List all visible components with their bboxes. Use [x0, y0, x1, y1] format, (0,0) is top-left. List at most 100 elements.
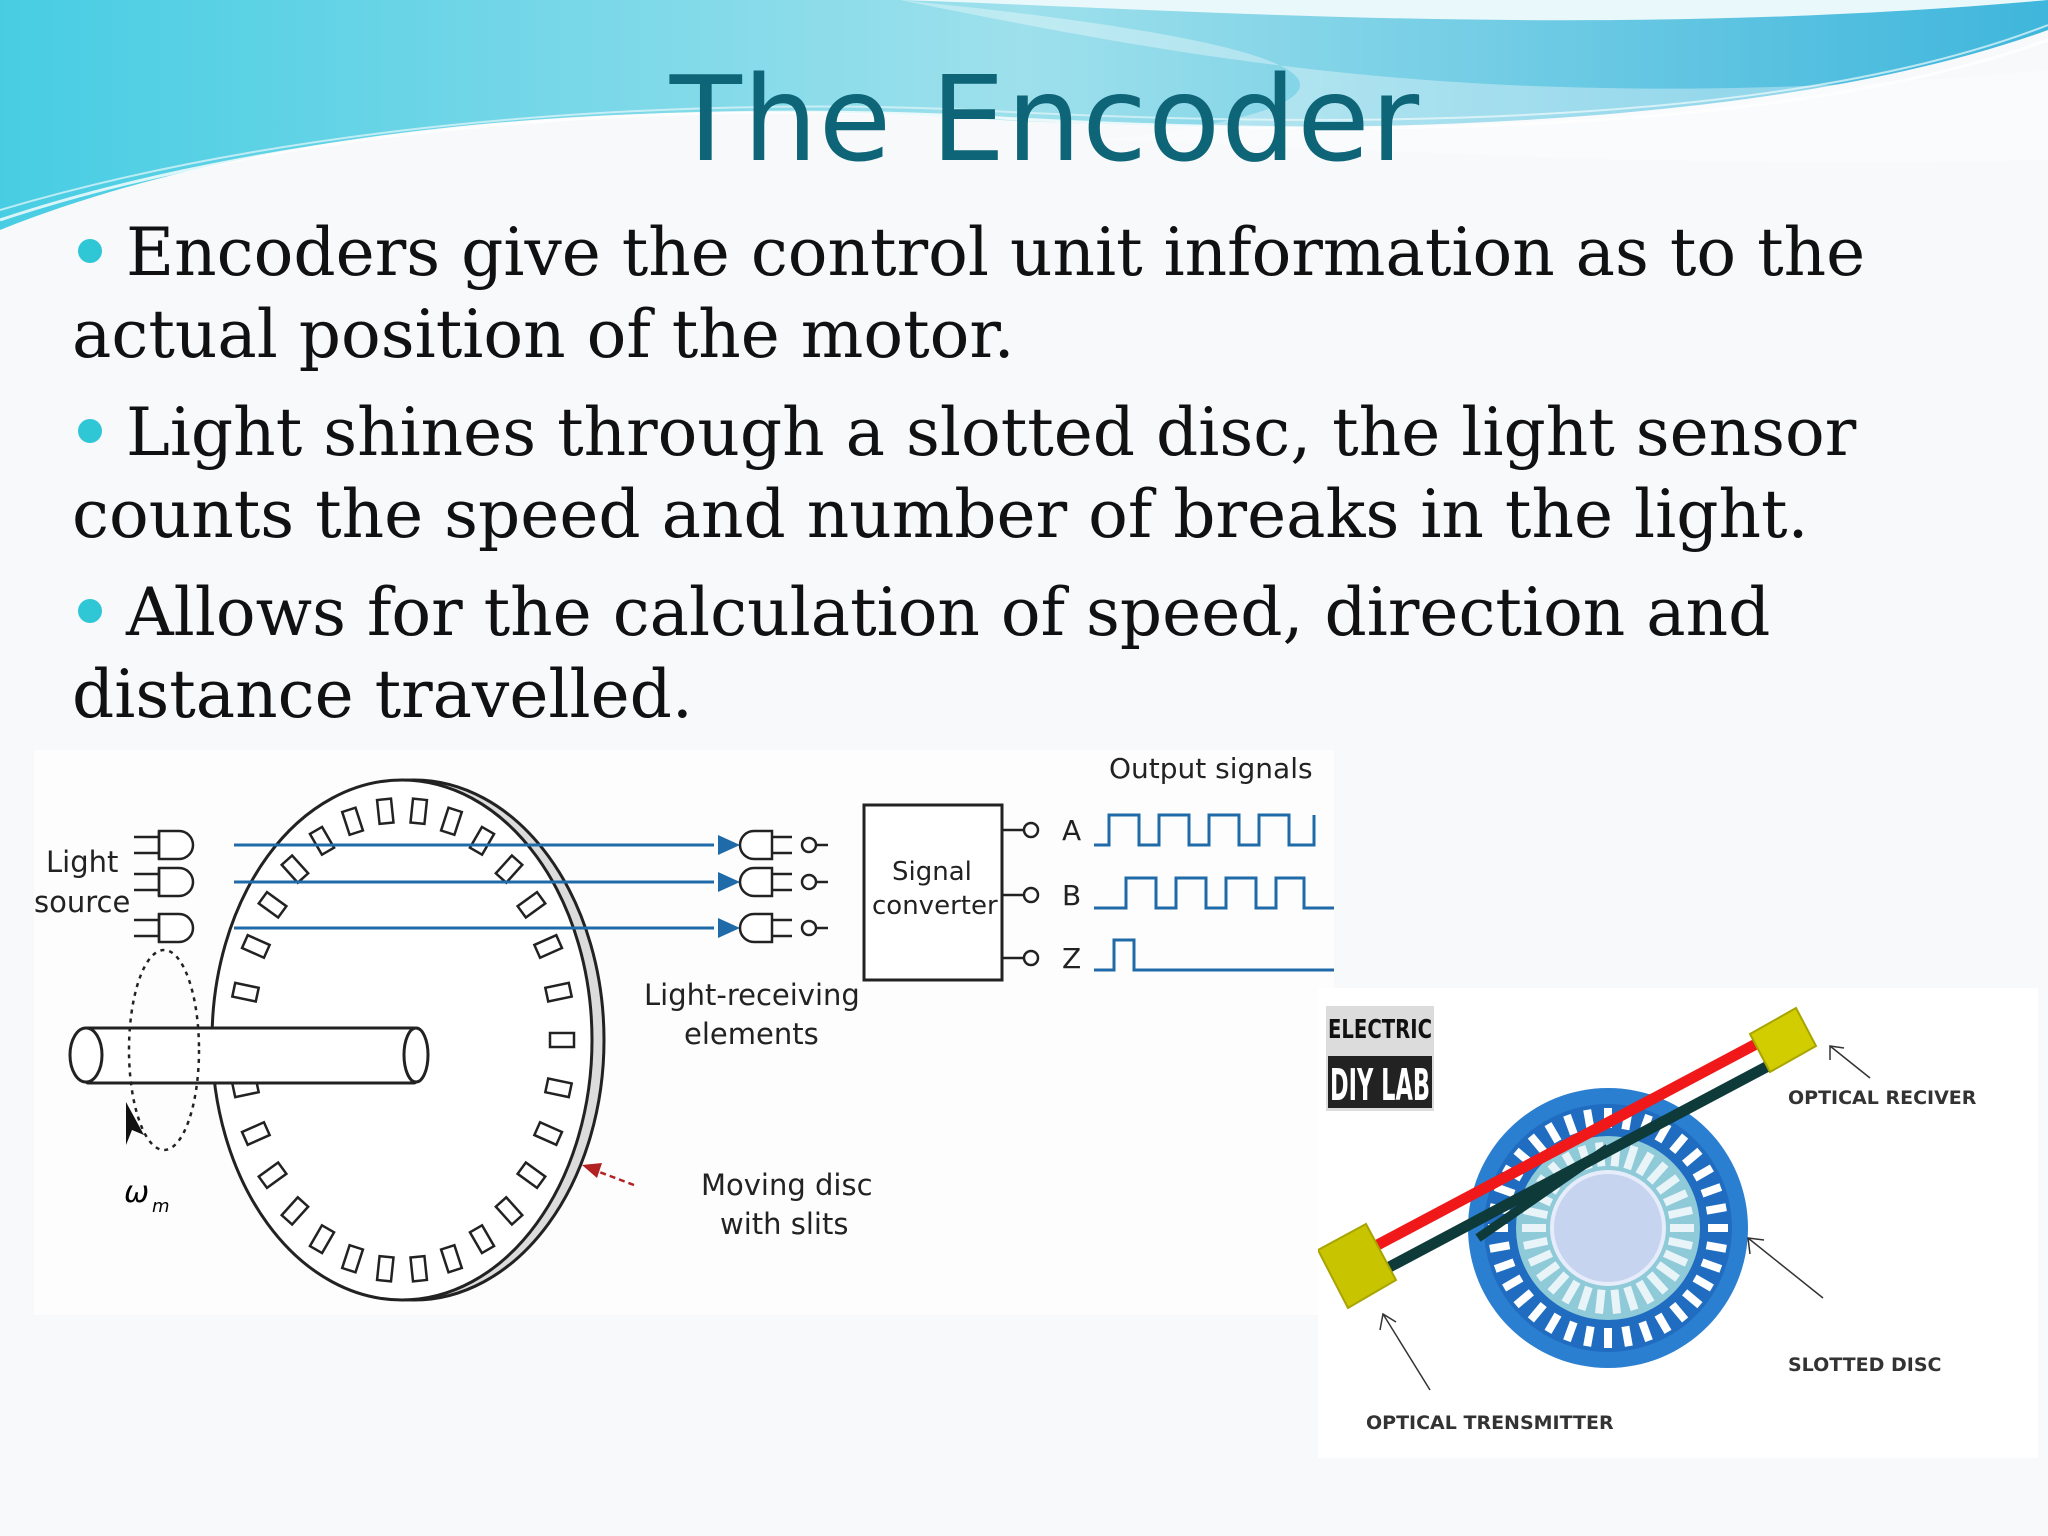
label-pointer-arrows	[1379, 1045, 1871, 1391]
disc-slot	[1638, 1320, 1653, 1343]
bullet-dot-icon	[78, 419, 102, 443]
disc-slot	[1655, 1261, 1680, 1282]
disc-slit	[375, 1254, 395, 1283]
waveform-b	[1094, 876, 1334, 910]
disc-slit	[409, 1254, 429, 1283]
disc-slot	[1544, 1122, 1562, 1144]
waveform-z	[1094, 938, 1334, 972]
disc-slot	[1635, 1279, 1655, 1305]
disc-slit	[494, 1195, 525, 1227]
disc-slot	[1561, 1279, 1581, 1305]
bullet-item: Allows for the calculation of speed, dir…	[72, 574, 1771, 733]
disc-slot	[1513, 1289, 1534, 1309]
disc-slot	[1489, 1241, 1511, 1253]
output-signals-label: Output signals	[1109, 752, 1313, 785]
disc-slot	[1623, 1285, 1639, 1312]
disc-slot	[1623, 1144, 1639, 1171]
encoder-diagram: ω m Light source Light-receiving eleme	[34, 750, 1334, 1315]
disc-slit	[340, 1243, 365, 1274]
disc-slot	[1663, 1189, 1689, 1207]
disc-slit	[340, 806, 365, 837]
disc-slit	[308, 1223, 336, 1255]
disc-slot	[1527, 1133, 1547, 1154]
disc-slot	[1577, 1285, 1593, 1312]
bullet-dot-icon	[78, 239, 102, 263]
disc-slot	[1669, 1302, 1689, 1323]
disc-slot	[1544, 1312, 1562, 1334]
bullet-item: Encoders give the control unit informati…	[72, 214, 1866, 373]
disc-slot	[1523, 1236, 1549, 1250]
optical-receiver	[1748, 1006, 1818, 1074]
disc-slot	[1654, 1312, 1672, 1334]
disc-slot	[1692, 1164, 1714, 1182]
disc-slot	[1705, 1241, 1727, 1253]
disc-slot	[1523, 1206, 1549, 1220]
disc-slit	[548, 1031, 576, 1049]
light-source-label-2: source	[34, 885, 130, 919]
channel-a-label: A	[1062, 814, 1081, 847]
waveform-a	[1094, 813, 1316, 847]
bullet-list: Encoders give the control unit informati…	[72, 212, 2012, 752]
disc-slot	[1654, 1122, 1672, 1144]
disc-slit	[409, 797, 429, 826]
disc-slit	[543, 1076, 574, 1099]
disc-slot	[1536, 1261, 1561, 1282]
bullet-dot-icon	[78, 599, 102, 623]
disc-slot	[1583, 1325, 1595, 1347]
disc-slot	[1610, 1289, 1621, 1314]
header-wave-decoration	[0, 0, 2048, 230]
signal-converter-label-2: converter	[872, 891, 998, 921]
disc-slit	[532, 1120, 564, 1147]
disc-slits	[228, 797, 576, 1283]
optical-transmitter	[1318, 1222, 1398, 1310]
disc-slot	[1682, 1289, 1703, 1309]
disc-slot	[1692, 1274, 1714, 1292]
svg-text:DIY LAB: DIY LAB	[1330, 1060, 1430, 1111]
disc-slot	[1700, 1258, 1723, 1273]
disc-slot	[1700, 1183, 1723, 1198]
disc-slot	[1669, 1133, 1689, 1154]
channel-z-label: Z	[1062, 942, 1081, 975]
disc-slot	[1502, 1274, 1524, 1292]
light-receiving-elements	[738, 829, 828, 944]
disc-slot	[1493, 1258, 1516, 1273]
disc-slit	[256, 890, 289, 920]
disc-slot	[1646, 1271, 1669, 1295]
red-wire	[1365, 1038, 1761, 1255]
disc-slit	[468, 1223, 496, 1255]
signal-converter-box	[862, 803, 1004, 982]
omega-subscript: m	[152, 1196, 170, 1217]
disc-slot	[1563, 1113, 1578, 1136]
disc-slot	[1563, 1320, 1578, 1343]
disc-slit	[515, 890, 548, 920]
light-receiving-label: Light-receiving	[644, 978, 860, 1012]
disc-slit	[240, 933, 272, 960]
output-terminals	[1002, 821, 1040, 967]
slotted-disc-label: SLOTTED DISC	[1788, 1354, 1941, 1376]
disc-slit	[439, 1243, 464, 1274]
moving-disc-label: Moving disc	[701, 1168, 873, 1202]
disc-slit	[279, 1195, 310, 1227]
light-beams	[234, 843, 714, 930]
disc-slit	[230, 981, 261, 1004]
disc-slot	[1667, 1206, 1693, 1220]
disc-slot	[1655, 1174, 1680, 1195]
optical-receiver-label: OPTICAL RECIVER	[1788, 1087, 1977, 1109]
disc-slot	[1635, 1151, 1655, 1177]
omega-label: ω	[124, 1175, 149, 1210]
light-source-leds	[134, 829, 195, 944]
pointer-arrow-icon	[582, 1163, 602, 1178]
disc-slot	[1682, 1147, 1703, 1167]
light-source-label: Light	[46, 845, 118, 879]
disc-slit	[279, 853, 310, 885]
disc-slit	[515, 1160, 548, 1190]
disc-slot	[1527, 1302, 1547, 1323]
disc-slit	[256, 1160, 289, 1190]
disc-slot	[1493, 1183, 1516, 1198]
electric-diy-lab-logo: ELECTRIC DIY LAB	[1326, 1006, 1434, 1111]
optical-encoder-illustration: ELECTRIC DIY LAB OPTICAL RECIVER SLOTTED…	[1318, 988, 2038, 1458]
light-receiving-label-2: elements	[684, 1017, 819, 1051]
channel-b-label: B	[1062, 879, 1081, 912]
disc-slot	[1547, 1271, 1570, 1295]
